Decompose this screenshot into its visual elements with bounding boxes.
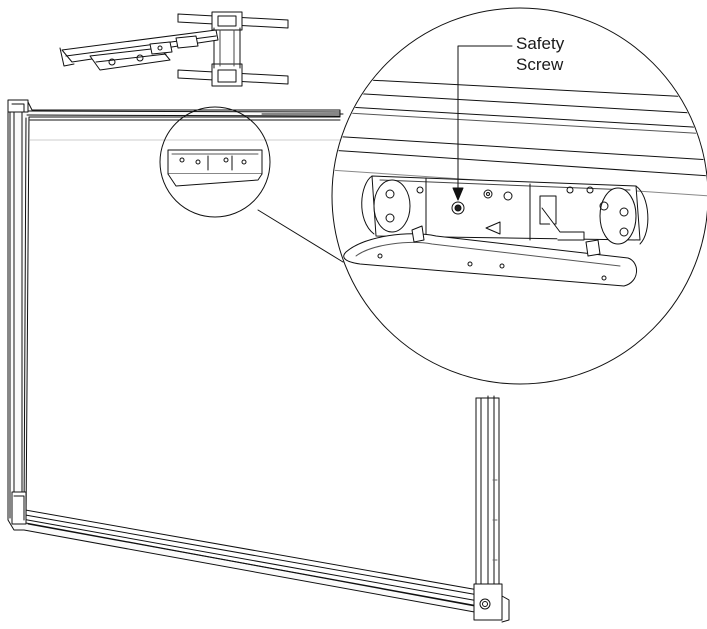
mount-location-circle xyxy=(160,107,270,217)
zoomed-detail xyxy=(330,8,707,384)
wall-mount-arm xyxy=(60,12,288,86)
safety-screw-leader xyxy=(453,46,512,200)
safety-screw-label: Safety Screw xyxy=(516,34,565,74)
zoom-leader-bottom xyxy=(258,210,343,262)
whiteboard-frame xyxy=(8,100,509,622)
